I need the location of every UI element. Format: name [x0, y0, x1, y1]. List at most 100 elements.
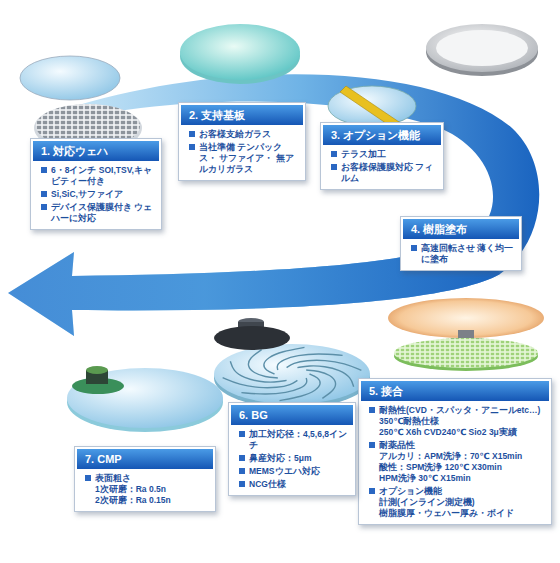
bullet-item: 鼻産対応：5μm [229, 451, 355, 464]
item-text: デバイス保護膜付き ウェハーに対応 [51, 202, 152, 223]
bullet-mark [239, 431, 245, 437]
spec-line: 樹脂膜厚・ウェハー厚み・ボイド [359, 508, 551, 519]
step-title: 1. 対応ウェハ [33, 141, 159, 161]
bullet-mark [41, 191, 47, 197]
item-text: NCG仕様 [249, 479, 286, 489]
bullet-mark [239, 468, 245, 474]
bullet-item: テラス加工 [321, 147, 443, 160]
item-text: 高速回転させ 薄く均一に塗布 [421, 243, 513, 264]
title-text: 7. CMP [85, 453, 122, 465]
bullet-mark [189, 144, 195, 150]
illustration-part [67, 368, 223, 428]
item-text: 加工対応径：4,5,6,8インチ [249, 429, 347, 450]
bullet-item: Si,SiC,サファイア [31, 187, 161, 200]
step-box: 4. 樹脂塗布高速回転させ 薄く均一に塗布 [400, 216, 522, 271]
item-text: オプション機能 [379, 486, 442, 496]
item-text: Si,SiC,サファイア [51, 189, 123, 199]
step-box: 7. CMP 表面粗さ1次研磨：Ra 0.5n2次研磨：Ra 0.15n [74, 446, 216, 512]
bullet-mark [239, 481, 245, 487]
bullet-mark [369, 442, 375, 448]
item-text: 当社準備 テンパックス・ サファイア・ 無アルカリガラス [199, 142, 294, 174]
item-text: アルカリ：APM洗浄：70℃ X15min [379, 451, 522, 461]
item-text: 350℃耐熱仕様 [379, 416, 439, 426]
grinding-swirl [297, 366, 353, 387]
spec-line: 1次研磨：Ra 0.5n [75, 484, 215, 495]
illustration-part [214, 344, 370, 404]
illustration-part [180, 24, 300, 80]
spec-line: 酸性：SPM洗浄 120℃ X30min [359, 462, 551, 473]
wafer-step6 [214, 318, 370, 408]
item-text: 250℃ X6h CVD240℃ Sio2 3μ実績 [379, 427, 517, 437]
illustration-part [436, 30, 528, 66]
illustration-part [86, 366, 108, 374]
wafer-step3 [328, 24, 538, 131]
illustration-part [214, 326, 290, 350]
step-title: 2. 支持基板 [181, 105, 303, 125]
flow-arrow [8, 74, 539, 336]
spec-line: 250℃ X6h CVD240℃ Sio2 3μ実績 [359, 427, 551, 438]
grinding-swirl [264, 347, 305, 374]
bullet-item: 表面粗さ [75, 471, 215, 484]
grinding-swirl [287, 360, 362, 370]
illustration-part [20, 56, 120, 100]
item-text: 耐熱性(CVD・スパッタ・アニールetc…) [379, 405, 540, 415]
bullet-item: 当社準備 テンパックス・ サファイア・ 無アルカリガラス [179, 140, 305, 175]
step-title: 7. CMP [77, 449, 213, 469]
bullet-item: NCG仕様 [229, 477, 355, 490]
item-text: MEMSウエハ対応 [249, 466, 320, 476]
bullet-item: 高速回転させ 薄く均一に塗布 [401, 241, 521, 265]
bullet-mark [189, 131, 195, 137]
item-text: 2次研磨：Ra 0.15n [95, 495, 171, 505]
spec-line: 2次研磨：Ra 0.15n [75, 495, 215, 506]
item-text: お客様支給ガラス [199, 129, 271, 139]
step-box: 2. 支持基板お客様支給ガラス当社準備 テンパックス・ サファイア・ 無アルカリ… [178, 102, 306, 181]
step-box: 6. BG 加工対応径：4,5,6,8インチ鼻産対応：5μmMEMSウエハ対応 NC… [228, 402, 356, 496]
bullet-item: 6・8インチ SOI,TSV,キャビティー付き [31, 163, 161, 187]
item-text: お客様保護膜対応 フィルム [341, 162, 433, 183]
bullet-item: お客様保護膜対応 フィルム [321, 160, 443, 184]
title-text: 5. 接合 [369, 385, 403, 397]
grinding-swirl [223, 378, 298, 388]
bullet-mark [331, 151, 337, 157]
bullet-item: 耐熱性(CVD・スパッタ・アニールetc…) [359, 403, 551, 416]
bullet-mark [239, 455, 245, 461]
step-title: 3. オプション機能 [323, 125, 441, 145]
bullet-item: オプション機能 [359, 484, 551, 497]
bullet-mark [369, 488, 375, 494]
flow-arrow-band [8, 74, 539, 336]
illustration-part [426, 24, 538, 72]
item-text: 鼻産対応：5μm [249, 453, 312, 463]
title-text: 1. 対応ウェハ [41, 145, 108, 157]
spec-line: 350℃耐熱仕様 [359, 416, 551, 427]
title-text: 4. 樹脂塗布 [411, 223, 467, 235]
item-text: 6・8インチ SOI,TSV,キャビティー付き [51, 165, 152, 186]
spec-line: アルカリ：APM洗浄：70℃ X15min [359, 451, 551, 462]
title-text: 6. BG [239, 409, 268, 421]
step-box: 3. オプション機能テラス加工お客様保護膜対応 フィルム [320, 122, 444, 190]
title-text: 3. オプション機能 [331, 129, 420, 141]
bullet-mark [41, 167, 47, 173]
spec-line: 計測(インライン測定機) [359, 497, 551, 508]
item-text: 酸性：SPM洗浄 120℃ X30min [379, 462, 502, 472]
item-text: テラス加工 [341, 149, 386, 159]
bullet-mark [41, 204, 47, 210]
bullet-item: 加工対応径：4,5,6,8インチ [229, 427, 355, 451]
illustration-part [394, 338, 538, 368]
step-title: 5. 接合 [361, 381, 549, 401]
step-title: 6. BG [231, 405, 353, 425]
step-box: 1. 対応ウェハ 6・8インチ SOI,TSV,キャビティー付き Si,SiC,サフ… [30, 138, 162, 230]
item-text: 1次研磨：Ra 0.5n [95, 484, 166, 494]
step-title: 4. 樹脂塗布 [403, 219, 519, 239]
grinding-swirl [306, 370, 335, 398]
wafer-step5 [388, 298, 544, 371]
bullet-mark [369, 407, 375, 413]
wafer-step7 [67, 366, 223, 432]
title-text: 2. 支持基板 [189, 109, 245, 121]
step-box: 5. 接合耐熱性(CVD・スパッタ・アニールetc…)350℃耐熱仕様250℃ … [358, 378, 552, 525]
bullet-item: デバイス保護膜付き ウェハーに対応 [31, 200, 161, 224]
wafer-step2 [180, 24, 300, 84]
bullet-mark [331, 164, 337, 170]
item-text: 表面粗さ [95, 473, 131, 483]
bullet-item: 耐薬品性 [359, 438, 551, 451]
